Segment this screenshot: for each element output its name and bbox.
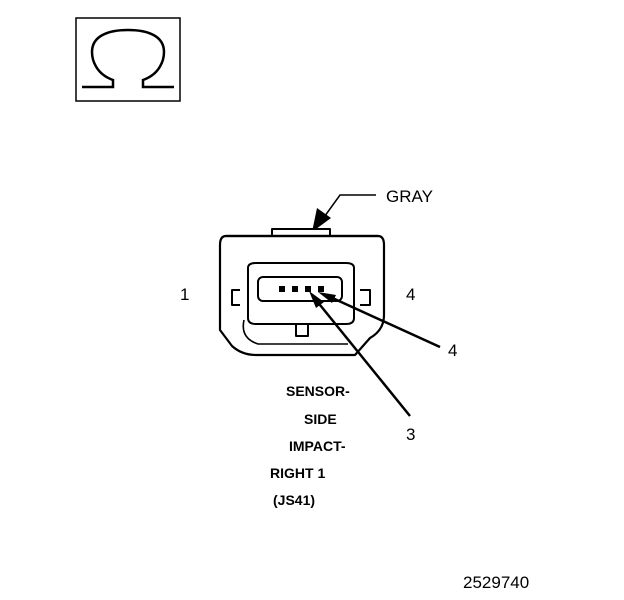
connector-pin [279,286,285,292]
ohm-symbol-icon [75,17,181,102]
connector-body [218,228,386,357]
callout-3-arrowhead [309,291,324,308]
connector-name-line: SIDE [304,411,337,427]
connector-name-line: SENSOR- [286,383,350,399]
callout-4-arrowhead [318,292,336,303]
connector-seal-arc [242,319,348,345]
connector-outer-shell [218,234,386,357]
wire-color-arrowhead [312,208,331,232]
connector-bottom-key [295,323,309,337]
callout-3-leader [315,299,411,417]
figure-number: 2529740 [463,573,529,592]
callout-3-label: 3 [406,425,415,444]
connector-left-clip [231,289,240,306]
connector-inner-housing [247,262,355,325]
ohm-symbol-frame [75,17,181,102]
connector-name-line: RIGHT 1 [270,465,325,481]
callout-4-leader [327,294,441,349]
wire-color-leader [321,194,376,221]
connector-name: SENSOR- SIDE IMPACT- RIGHT 1 (JS41) [270,383,350,508]
wire-color-label: GRAY [386,187,433,206]
connector-pins [279,286,324,292]
pin-right-label: 4 [406,285,415,304]
callout-4-label: 4 [448,341,457,360]
connector-pin-cavity [257,276,343,302]
connector-pin [305,286,311,292]
connector-pin [292,286,298,292]
connector-right-clip [360,289,371,306]
connector-pin [318,286,324,292]
pin-left-label: 1 [180,285,189,304]
ohm-symbol-glyph [82,28,174,89]
connector-name-line: (JS41) [273,492,315,508]
connector-name-line: IMPACT- [289,438,346,454]
